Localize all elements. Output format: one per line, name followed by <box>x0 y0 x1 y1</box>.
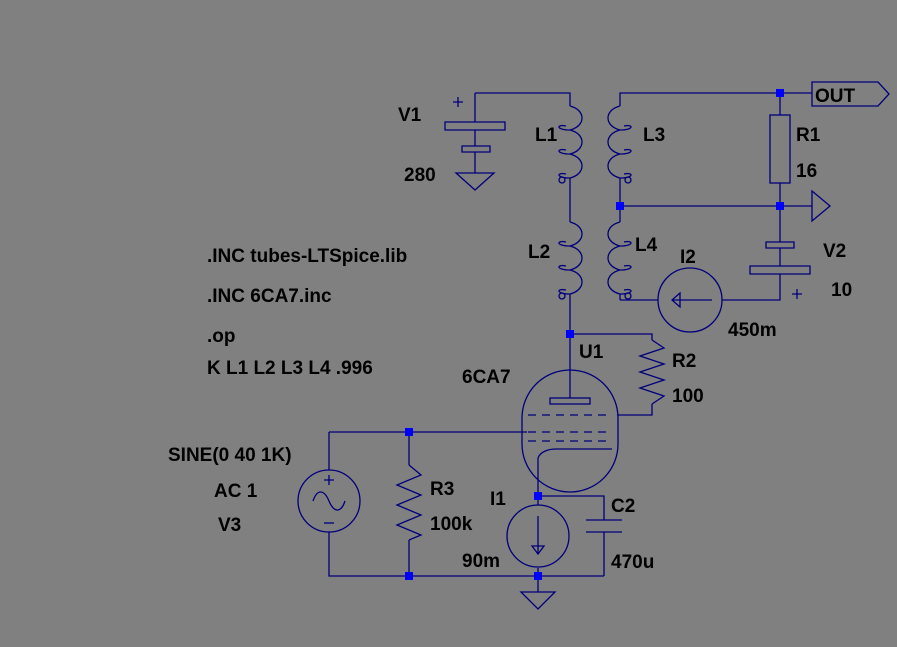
inductor-l3[interactable]: L3 <box>607 105 665 184</box>
ground-icon <box>519 591 557 610</box>
v3-ac: AC 1 <box>214 481 258 502</box>
arrow-left-icon <box>671 291 712 309</box>
directive-line[interactable]: .op <box>207 326 236 347</box>
net-label-out[interactable]: OUT <box>811 81 890 107</box>
current-source-i2[interactable]: I2 450m <box>657 247 777 341</box>
l4-ref: L4 <box>635 235 658 256</box>
arrow-down-icon <box>530 516 546 556</box>
ground-icon <box>811 189 832 223</box>
ground-icon <box>454 172 496 191</box>
wires <box>328 92 812 592</box>
resistor-r2[interactable]: R2 100 <box>637 339 704 407</box>
r3-value: 100k <box>430 514 473 535</box>
v1-ref: V1 <box>398 105 422 126</box>
directive-line[interactable]: K L1 L2 L3 L4 .996 <box>207 358 373 379</box>
r2-value: 100 <box>672 386 704 407</box>
inductor-l2[interactable]: L2 <box>528 221 583 300</box>
v1-value: 280 <box>404 165 436 186</box>
i1-value: 90m <box>462 551 500 572</box>
inductor-l4[interactable]: L4 <box>607 221 658 300</box>
net-label-out-text: OUT <box>815 86 856 107</box>
v3-source: SINE(0 40 1K) <box>168 445 292 466</box>
r1-value: 16 <box>796 161 817 182</box>
spice-directives: .INC tubes-LTSpice.lib .INC 6CA7.inc .op… <box>207 246 407 379</box>
c2-ref: C2 <box>611 496 635 517</box>
l1-ref: L1 <box>535 125 558 146</box>
i2-ref: I2 <box>680 247 696 268</box>
battery-v1[interactable]: V1 280 <box>398 93 506 186</box>
v2-ref: V2 <box>823 241 846 262</box>
i1-ref: I1 <box>490 489 506 510</box>
inductor-l1[interactable]: L1 <box>535 105 583 184</box>
resistor-r1[interactable]: R1 16 <box>769 114 821 184</box>
battery-v2[interactable]: V2 10 <box>749 240 852 301</box>
tube-u1[interactable]: U1 6CA7 <box>462 342 619 493</box>
current-source-i1[interactable]: I1 90m <box>462 489 570 572</box>
u1-value: 6CA7 <box>462 367 511 388</box>
junctions <box>405 89 784 580</box>
r2-ref: R2 <box>672 351 696 372</box>
directive-line[interactable]: .INC tubes-LTSpice.lib <box>207 246 407 267</box>
directive-line[interactable]: .INC 6CA7.inc <box>207 286 332 307</box>
r3-ref: R3 <box>430 479 454 500</box>
i2-value: 450m <box>728 320 777 341</box>
v2-value: 10 <box>831 280 852 301</box>
r1-ref: R1 <box>796 125 821 146</box>
sine-source-v3[interactable]: SINE(0 40 1K) AC 1 V3 <box>168 445 361 536</box>
c2-value: 470u <box>611 552 654 573</box>
u1-ref: U1 <box>579 342 604 363</box>
l2-ref: L2 <box>528 242 550 263</box>
v3-ref: V3 <box>218 515 241 536</box>
resistor-r3[interactable]: R3 100k <box>395 464 473 541</box>
l3-ref: L3 <box>643 125 665 146</box>
capacitor-c2[interactable]: C2 470u <box>586 496 654 573</box>
